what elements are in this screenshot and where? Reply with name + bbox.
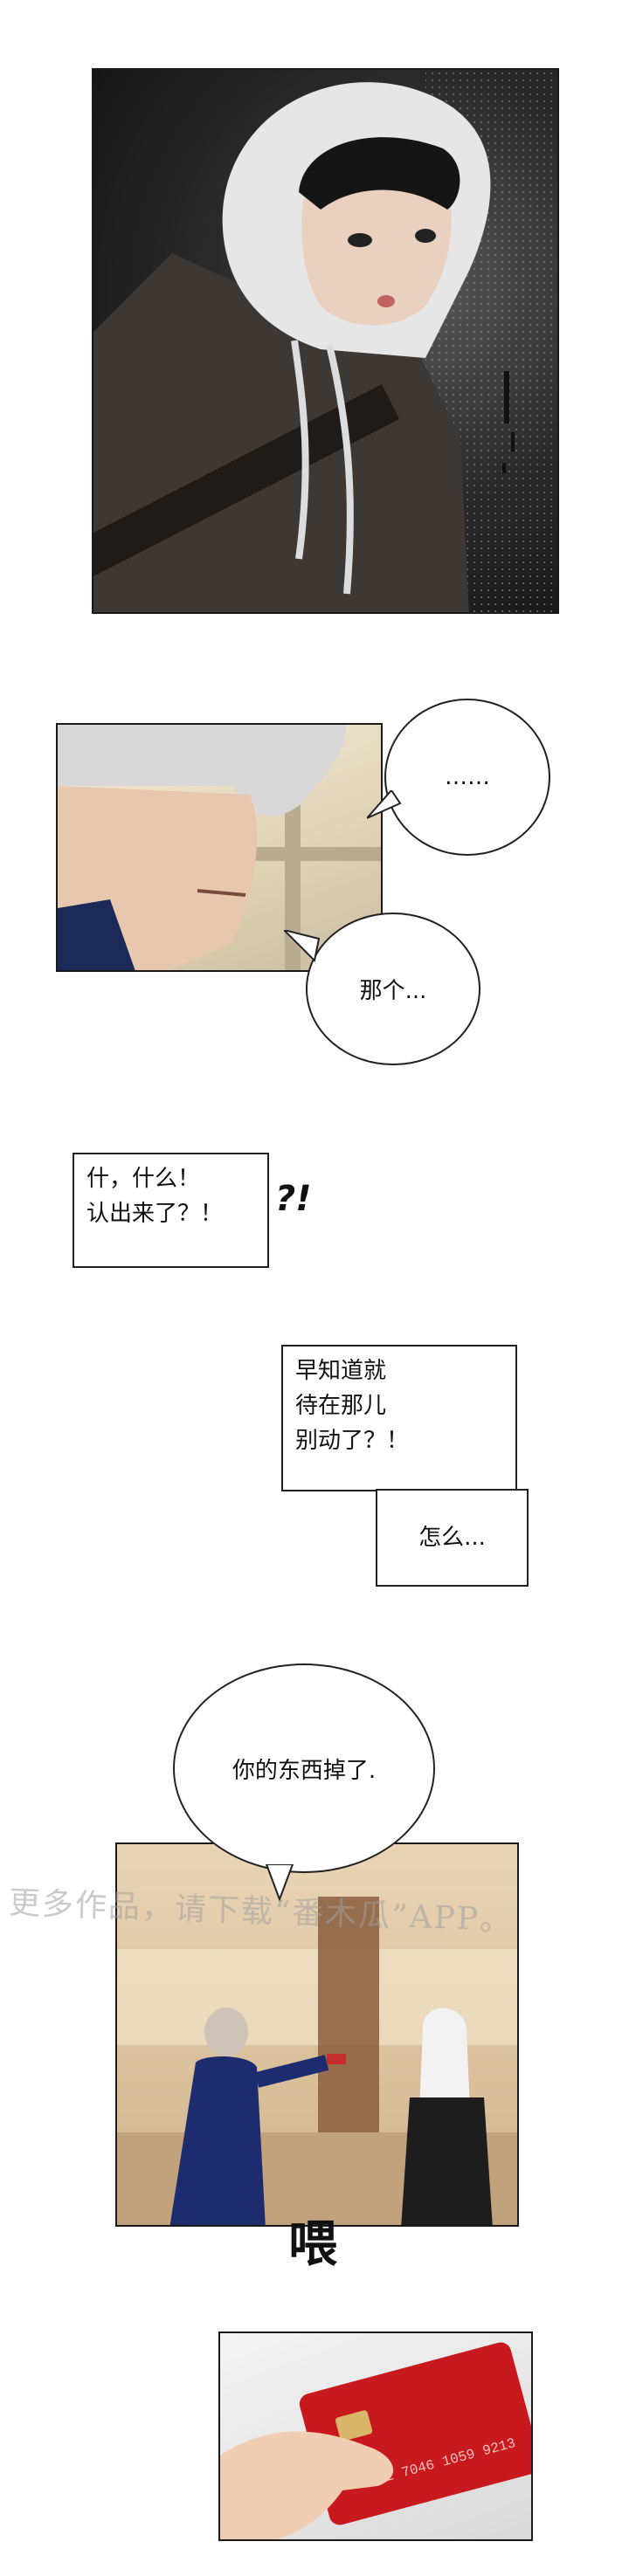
caption-line-2: 认出来了？！ — [86, 1201, 224, 1227]
speech-text-nage: 那个... — [359, 978, 427, 1004]
panel-hooded-boy — [92, 68, 559, 614]
speech-text-ellipsis: …… — [445, 764, 490, 790]
caption-box-shock: 什，什么！ 认出来了？！ — [73, 1153, 269, 1268]
bubble-tail-dropped — [265, 1864, 294, 1902]
bubble-tail-ellipsis — [367, 790, 402, 819]
caption-what-text: 怎么... — [418, 1525, 486, 1551]
panel-credit-card: 5162 7046 1059 9213 — [218, 2331, 533, 2541]
speech-bubble-ellipsis: …… — [384, 699, 550, 856]
panel-silver-hair — [56, 723, 383, 972]
caption-line-1: 什，什么！ — [86, 1166, 201, 1192]
speech-bubble-dropped: 你的东西掉了. — [173, 1663, 435, 1873]
speech-bubble-nage: 那个... — [306, 913, 480, 1065]
speech-text-dropped: 你的东西掉了. — [232, 1757, 377, 1784]
caption-regret-line-2: 待在那儿 — [295, 1393, 387, 1419]
caption-box-what: 怎么... — [376, 1489, 529, 1587]
caption-regret-line-1: 早知道就 — [295, 1358, 387, 1384]
silver-hair-man-illustration — [58, 725, 381, 970]
bubble-tail-nage — [284, 930, 321, 963]
caption-box-regret: 早知道就 待在那儿 别动了？！ — [281, 1345, 517, 1491]
credit-card-illustration: 5162 7046 1059 9213 — [220, 2342, 531, 2539]
panel-corridor — [115, 1842, 519, 2227]
sfx-hey: 喂 — [288, 2216, 337, 2273]
caption-regret-line-3: 别动了？！ — [295, 1428, 410, 1454]
corridor-illustration — [117, 1897, 517, 2225]
hooded-boy-illustration — [93, 70, 557, 612]
sfx-shock: ?! — [275, 1179, 312, 1219]
